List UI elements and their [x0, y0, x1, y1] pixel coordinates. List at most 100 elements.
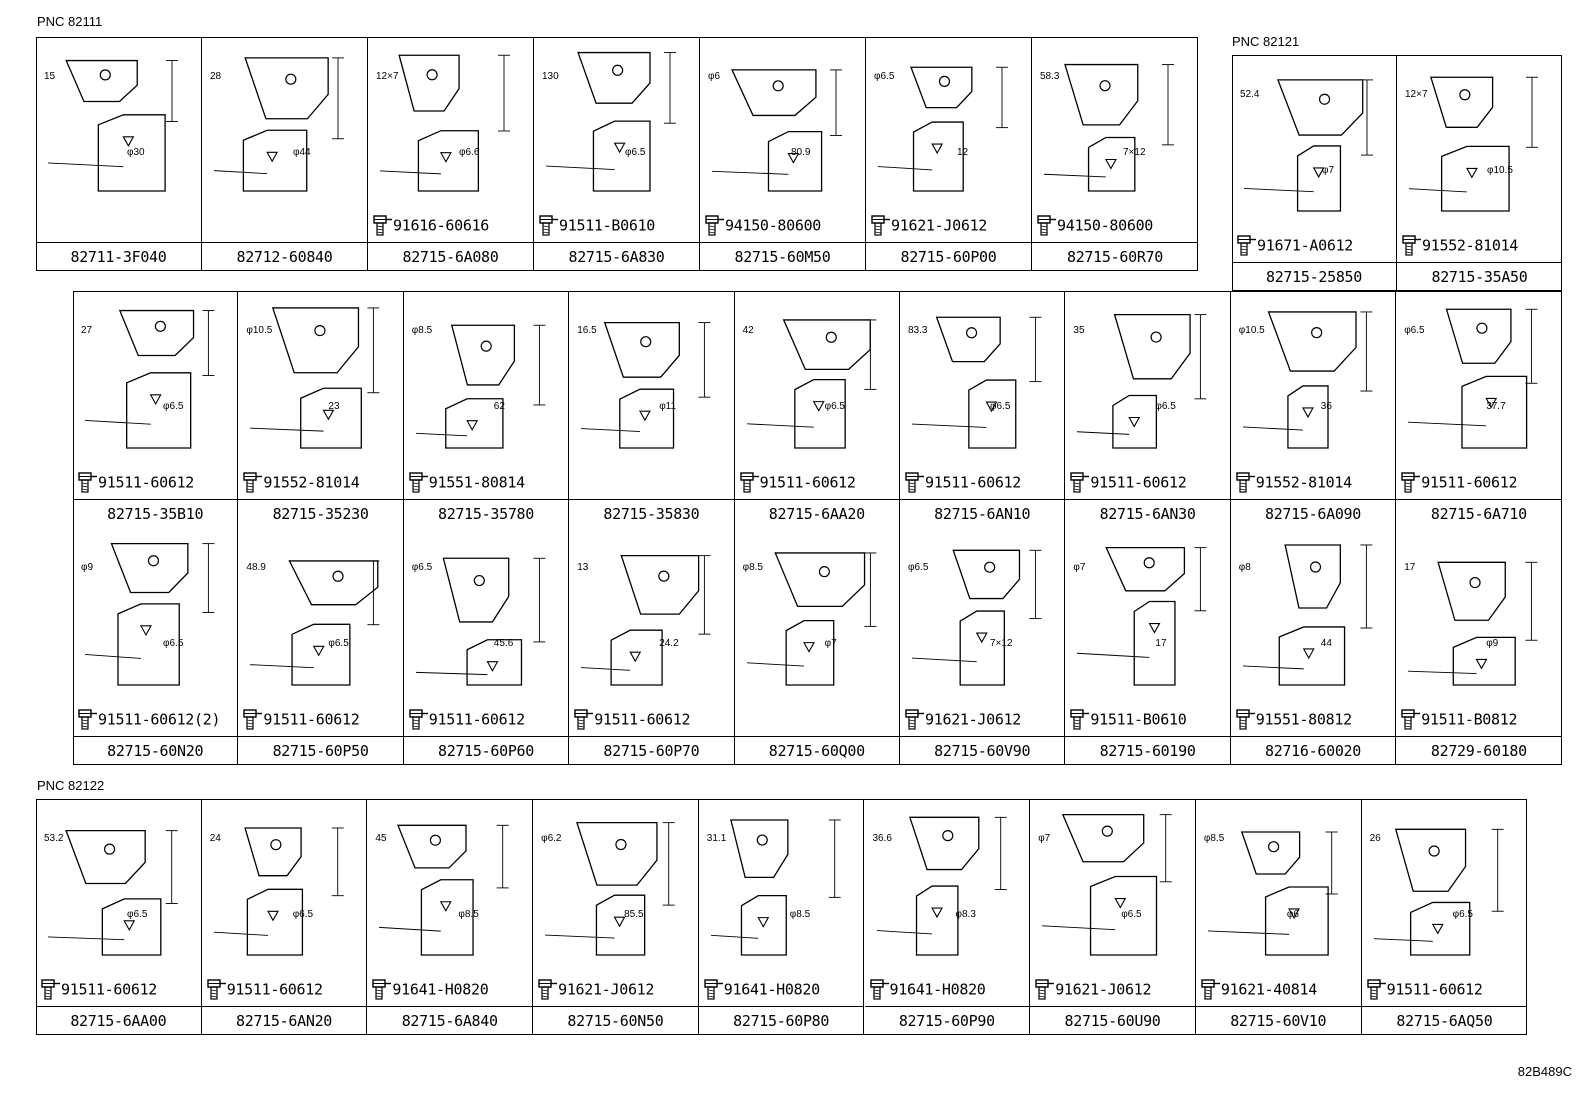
bolt-part-number[interactable]: 91551-80812: [1235, 709, 1352, 731]
bolt-part-number[interactable]: 91511-B0610: [538, 215, 655, 237]
part-number[interactable]: 82715-25850: [1232, 262, 1396, 291]
part-number[interactable]: 82715-35780: [403, 499, 569, 528]
part-number[interactable]: 82715-6A080: [368, 242, 533, 271]
bolt-part-number[interactable]: 91641-H0820: [703, 979, 820, 1001]
bolt-part-number[interactable]: 91616-60616: [372, 215, 489, 237]
part-number[interactable]: 82715-60P00: [866, 242, 1031, 271]
part-number[interactable]: 82715-60190: [1065, 736, 1230, 765]
part-number[interactable]: 82715-60P60: [403, 736, 569, 765]
part-number[interactable]: 82715-35B10: [73, 499, 238, 528]
bolt-part-number[interactable]: 91511-60612: [40, 979, 157, 1001]
bolt-part-number[interactable]: 91511-60612: [1069, 472, 1187, 494]
part-number[interactable]: 82715-35230: [238, 499, 403, 528]
bolt-part-number[interactable]: 91552-81014: [242, 472, 360, 494]
part-number[interactable]: 82715-60M50: [700, 242, 865, 271]
part-number[interactable]: 82715-60R70: [1032, 242, 1198, 271]
bolt-part-number[interactable]: 91511-60612: [1400, 472, 1518, 494]
bolt-part-number[interactable]: 91511-60612(2): [77, 709, 221, 731]
part-number[interactable]: 82715-60N20: [73, 736, 238, 765]
part-number[interactable]: 82711-3F040: [36, 242, 201, 271]
part-number[interactable]: 82715-6AN30: [1065, 499, 1230, 528]
bolt-part-number[interactable]: 91671-A0612: [1236, 235, 1353, 257]
bolt-part-number[interactable]: 91641-H0820: [371, 979, 489, 1001]
bolt-part-number[interactable]: 91621-J0612: [537, 979, 654, 1001]
bolt-part-number[interactable]: 94150-80600: [1036, 215, 1153, 237]
part-number[interactable]: 82712-60840: [202, 242, 367, 271]
bolt-part-number[interactable]: 94150-80600: [704, 215, 821, 237]
bolt-part-number[interactable]: 91621-40814: [1200, 979, 1317, 1001]
part-number[interactable]: 82715-6A090: [1230, 499, 1396, 528]
bolt-part-number[interactable]: 91621-J0612: [1034, 979, 1152, 1001]
bolt-part-number[interactable]: 91511-60612: [206, 979, 323, 1001]
bolt-part-number[interactable]: 91621-J0612: [870, 215, 987, 237]
bolt-part-number[interactable]: 91511-60612: [904, 472, 1021, 494]
bolt-part-number[interactable]: 91552-81014: [1235, 472, 1352, 494]
bolt-part-number[interactable]: 91511-60612: [242, 709, 360, 731]
part-number[interactable]: 82715-60P50: [238, 736, 403, 765]
bolt-part-number[interactable]: 91552-81014: [1401, 235, 1518, 257]
part-number[interactable]: 82715-6AN20: [201, 1006, 367, 1035]
bolt-part-number[interactable]: 91511-60612: [408, 709, 525, 731]
part-number[interactable]: 82715-6AN10: [900, 499, 1065, 528]
bolt-part-number[interactable]: 91511-B0812: [1400, 709, 1518, 731]
part-number[interactable]: 82715-60P70: [569, 736, 734, 765]
bolt-part-number[interactable]: 91551-80814: [408, 472, 525, 494]
part-number[interactable]: 82716-60020: [1230, 736, 1396, 765]
bolt-part-number[interactable]: 91511-B0610: [1069, 709, 1187, 731]
bolt-part-number[interactable]: 91511-60612: [739, 472, 856, 494]
part-number[interactable]: 82715-6A840: [367, 1006, 533, 1035]
part-number[interactable]: 82715-60U90: [1030, 1006, 1195, 1035]
bolt-part-number[interactable]: 91621-J0612: [904, 709, 1021, 731]
part-number[interactable]: 82715-35A50: [1397, 262, 1562, 291]
part-number[interactable]: 82715-6A710: [1396, 499, 1562, 528]
part-number[interactable]: 82715-6AA20: [734, 499, 899, 528]
part-number[interactable]: 82715-60P80: [698, 1006, 864, 1035]
bolt-part-number[interactable]: 91511-60612: [1366, 979, 1483, 1001]
part-number[interactable]: 82715-60Q00: [734, 736, 899, 765]
part-number[interactable]: 82715-60P90: [864, 1006, 1030, 1035]
bolt-part-number[interactable]: 91511-60612: [573, 709, 691, 731]
part-number[interactable]: 82729-60180: [1396, 736, 1562, 765]
part-number[interactable]: 82715-6A830: [534, 242, 699, 271]
part-number[interactable]: 82715-60V10: [1195, 1006, 1361, 1035]
part-number[interactable]: 82715-6AA00: [36, 1006, 201, 1035]
part-number[interactable]: 82715-60V90: [900, 736, 1065, 765]
bolt-part-number[interactable]: 91641-H0820: [869, 979, 986, 1001]
part-number[interactable]: 82715-60N50: [533, 1006, 698, 1035]
